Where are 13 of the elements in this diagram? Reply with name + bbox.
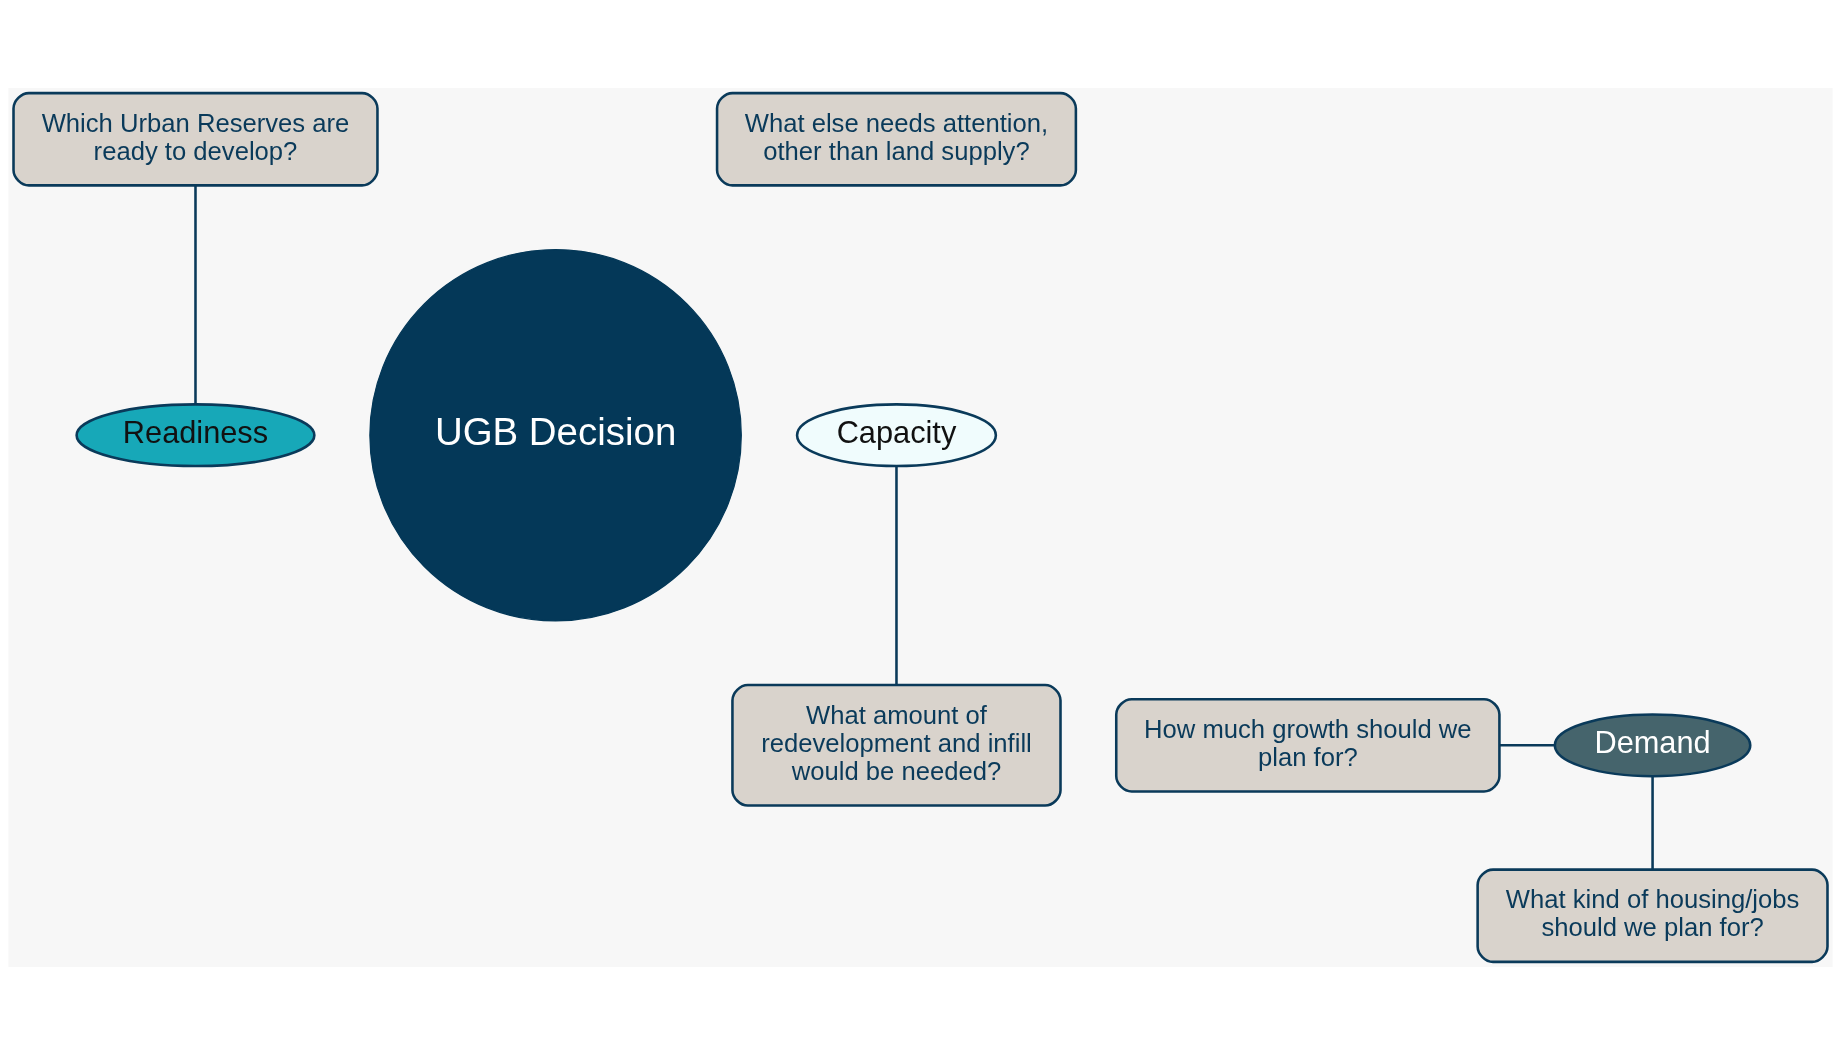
node-box: How much growth should we plan for? bbox=[1114, 697, 1501, 793]
node-ellipse: Demand bbox=[1553, 713, 1752, 778]
node-box: Which Urban Reserves are ready to develop? bbox=[12, 91, 379, 187]
node-circle: UGB Decision bbox=[369, 248, 742, 622]
node-ellipse: Readiness bbox=[75, 403, 316, 468]
node-box: What kind of housing/jobs should we plan for? bbox=[1476, 868, 1829, 964]
node-ellipse: Capacity bbox=[795, 403, 998, 468]
connector bbox=[895, 466, 898, 686]
connector bbox=[1651, 776, 1654, 870]
connector bbox=[1499, 744, 1555, 747]
connector bbox=[194, 185, 197, 405]
node-box: What else needs attention, other than land supply? bbox=[715, 91, 1078, 187]
node-box: What amount of redevelopment and infill would be needed? bbox=[731, 683, 1062, 807]
